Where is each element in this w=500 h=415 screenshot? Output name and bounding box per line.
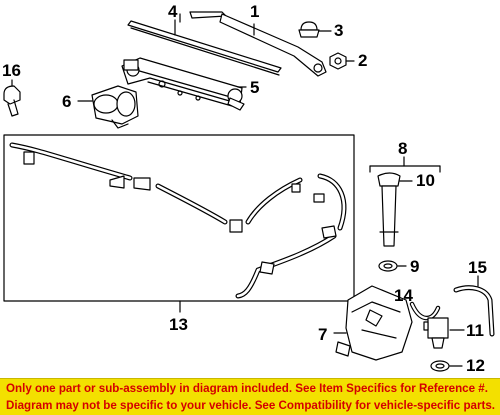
seal: [378, 260, 407, 272]
disclaimer-line-1: Only one part or sub-assembly in diagram…: [6, 382, 488, 395]
washer-pump: [423, 317, 465, 349]
callout-7: 7: [318, 325, 328, 344]
callout-5: 5: [250, 78, 260, 97]
callout-3: 3: [334, 21, 344, 40]
nut-cap: [298, 21, 332, 38]
disclaimer-banner: Only one part or sub-assembly in diagram…: [0, 378, 500, 415]
callout-14: 14: [394, 286, 413, 305]
grommet: [430, 360, 463, 372]
parts-diagram: [3, 11, 495, 372]
callout-9: 9: [410, 257, 420, 276]
wiper-arm: [189, 11, 327, 77]
wiper-motor: [77, 85, 139, 129]
callout-11: 11: [466, 321, 484, 340]
callout-12: 12: [466, 356, 485, 375]
hose-box: [3, 134, 355, 302]
connector: [3, 79, 21, 117]
callout-16: 16: [2, 61, 21, 80]
filler-neck: [369, 156, 441, 247]
callout-13: 13: [169, 315, 188, 334]
wiper-linkage: [121, 57, 247, 111]
callout-2: 2: [358, 51, 368, 70]
callout-4: 4: [168, 2, 178, 21]
callout-6: 6: [62, 92, 72, 111]
callout-15: 15: [468, 258, 487, 277]
disclaimer-line-2: Diagram may not be specific to your vehi…: [6, 399, 496, 412]
callout-10: 10: [416, 171, 435, 190]
hose-connectors: [23, 151, 337, 275]
callout-1: 1: [250, 2, 260, 21]
washer-hoses: [9, 142, 347, 299]
wiper-blade: [127, 19, 282, 76]
nut: [329, 52, 355, 70]
callout-8: 8: [398, 139, 408, 158]
washer-reservoir: [335, 285, 413, 361]
